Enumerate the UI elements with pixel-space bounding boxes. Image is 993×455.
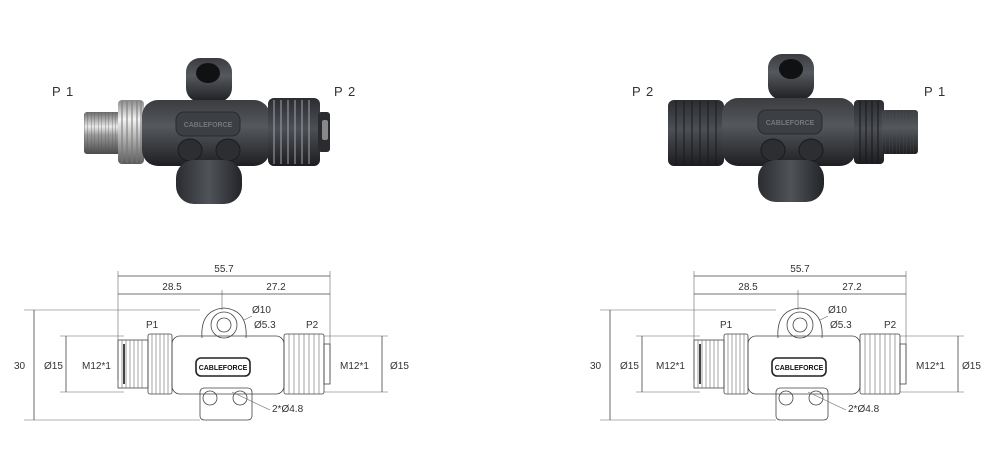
drawing-1-top-inner-diameter: Ø5.3: [254, 320, 276, 331]
drawing-2-left-thread: M12*1: [656, 361, 685, 372]
drawing-1-right-port-label: P2: [306, 320, 319, 331]
drawing-2-top-inner-diameter: Ø5.3: [830, 320, 852, 331]
drawing-2-brand-text: CABLEFORCE: [775, 365, 824, 372]
drawing-2-right-thread: M12*1: [916, 361, 945, 372]
technical-drawing-2: CABLEFORCE 55.7 28.5 27.2 Ø10 Ø5.3 P1 P2…: [590, 264, 981, 421]
drawing-2-right-length: 27.2: [842, 282, 862, 293]
drawing-2-right-port-label: P2: [884, 320, 897, 331]
photo-2-brand-text: CABLEFORCE: [766, 120, 815, 127]
drawing-1-left-diameter: Ø15: [44, 361, 63, 372]
drawing-1-brand-text: CABLEFORCE: [199, 365, 248, 372]
photo-1-left-label: P 1: [52, 84, 74, 99]
drawing-2-top-outer-diameter: Ø10: [828, 305, 847, 316]
drawing-1-right-diameter: Ø15: [390, 361, 409, 372]
product-photo-1: CABLEFORCE: [84, 58, 330, 204]
drawing-2-height: 30: [590, 361, 602, 372]
technical-drawing-1: CABLEFORCE 55.7 28.5 27.2 Ø10 Ø5.3 P1 P2…: [14, 264, 409, 421]
drawing-1-left-port-label: P1: [146, 320, 159, 331]
drawing-1-height: 30: [14, 361, 26, 372]
drawing-2-left-port-label: P1: [720, 320, 733, 331]
drawing-2-holes: 2*Ø4.8: [848, 404, 880, 415]
product-photo-2: CABLEFORCE: [668, 54, 918, 202]
drawing-1-right-thread: M12*1: [340, 361, 369, 372]
photo-1-brand-text: CABLEFORCE: [184, 122, 233, 129]
drawing-1-left-length: 28.5: [162, 282, 182, 293]
drawing-2-overall-length: 55.7: [790, 264, 810, 275]
drawing-1-overall-length: 55.7: [214, 264, 234, 275]
drawing-2-left-diameter: Ø15: [620, 361, 639, 372]
drawing-1-right-length: 27.2: [266, 282, 286, 293]
drawing-2-left-length: 28.5: [738, 282, 758, 293]
drawing-1-top-outer-diameter: Ø10: [252, 305, 271, 316]
photo-2-left-label: P 2: [632, 84, 654, 99]
photo-2-right-label: P 1: [924, 84, 946, 99]
drawing-2-right-diameter: Ø15: [962, 361, 981, 372]
drawing-1-holes: 2*Ø4.8: [272, 404, 304, 415]
photo-1-right-label: P 2: [334, 84, 356, 99]
drawing-1-left-thread: M12*1: [82, 361, 111, 372]
